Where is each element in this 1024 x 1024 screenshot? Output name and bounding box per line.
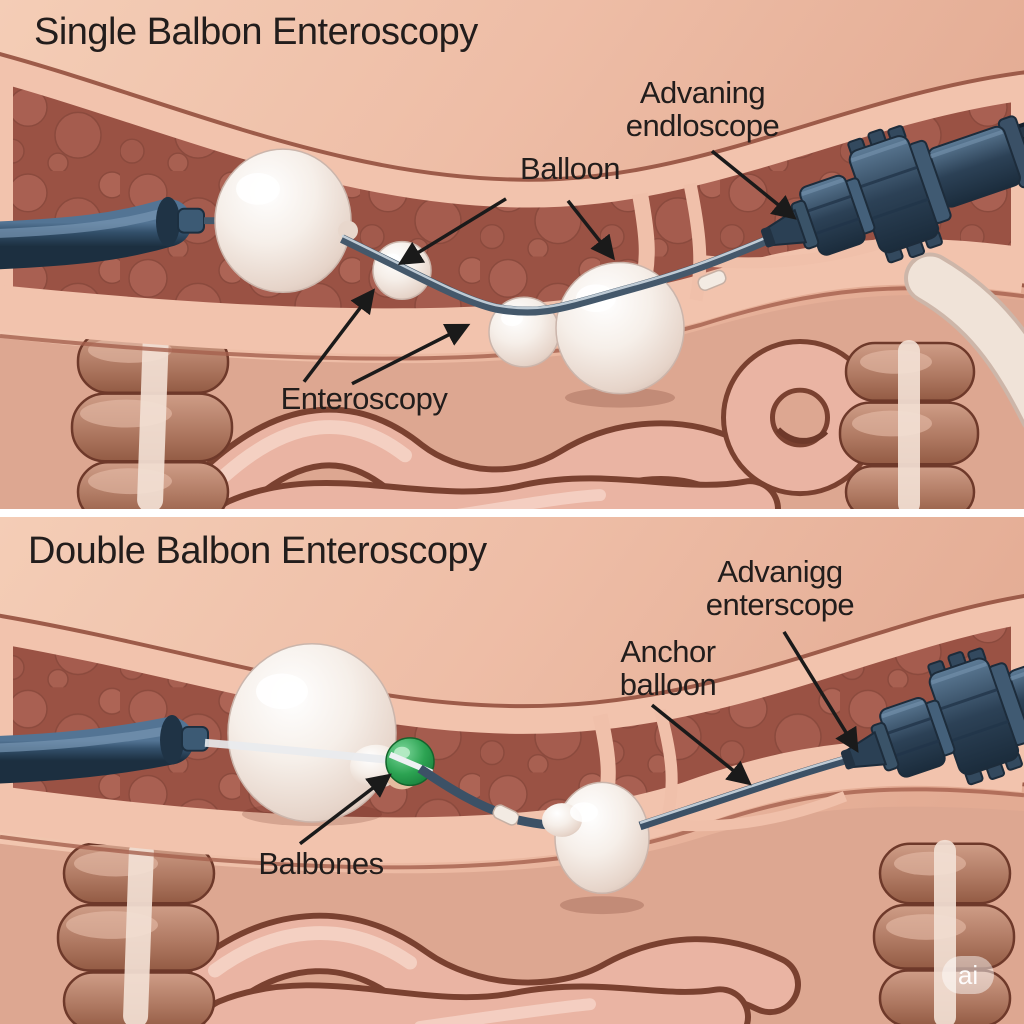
overtube (0, 715, 209, 784)
scene-double-balloon (0, 517, 1024, 1024)
ai-watermark-text: ai (957, 959, 979, 990)
pointer-lines (298, 630, 859, 846)
illustration-panel-double: Double Balbon Enteroscopy Advanigg enter… (0, 517, 1024, 1024)
panel-title-single: Single Balbon Enteroscopy (34, 11, 478, 53)
label-balloon: Balloon (520, 151, 620, 186)
enteroscope-shaft-distal (638, 754, 852, 831)
guide-catheter (204, 738, 399, 765)
balloon-second (542, 781, 650, 915)
label-balloons: Balbones (258, 846, 384, 881)
panel-title-double: Double Balbon Enteroscopy (28, 530, 487, 572)
colon-right (872, 839, 1016, 1024)
enteroscope-shaft (340, 234, 768, 316)
colon-left (56, 839, 220, 1024)
balloon-large-left (214, 148, 358, 294)
colon-left (70, 328, 234, 509)
pointer-lines (302, 149, 797, 386)
label-enteroscopy: Enteroscopy (280, 381, 448, 416)
label-advancing-enteroscope: Advanigg enterscope (705, 554, 855, 623)
label-advancing-endoscope: Advaning endloscope (625, 75, 780, 144)
scene-single-balloon (0, 0, 1024, 509)
balloon-large-left (227, 643, 402, 826)
colon-right (838, 339, 980, 509)
label-anchor-balloon: Anchor balloon (619, 634, 717, 703)
illustration-panel-single: Single Balbon Enteroscopy Advaning endlo… (0, 0, 1024, 509)
bowel-loops (0, 806, 1024, 1024)
ai-watermark-badge: ai (942, 956, 994, 994)
